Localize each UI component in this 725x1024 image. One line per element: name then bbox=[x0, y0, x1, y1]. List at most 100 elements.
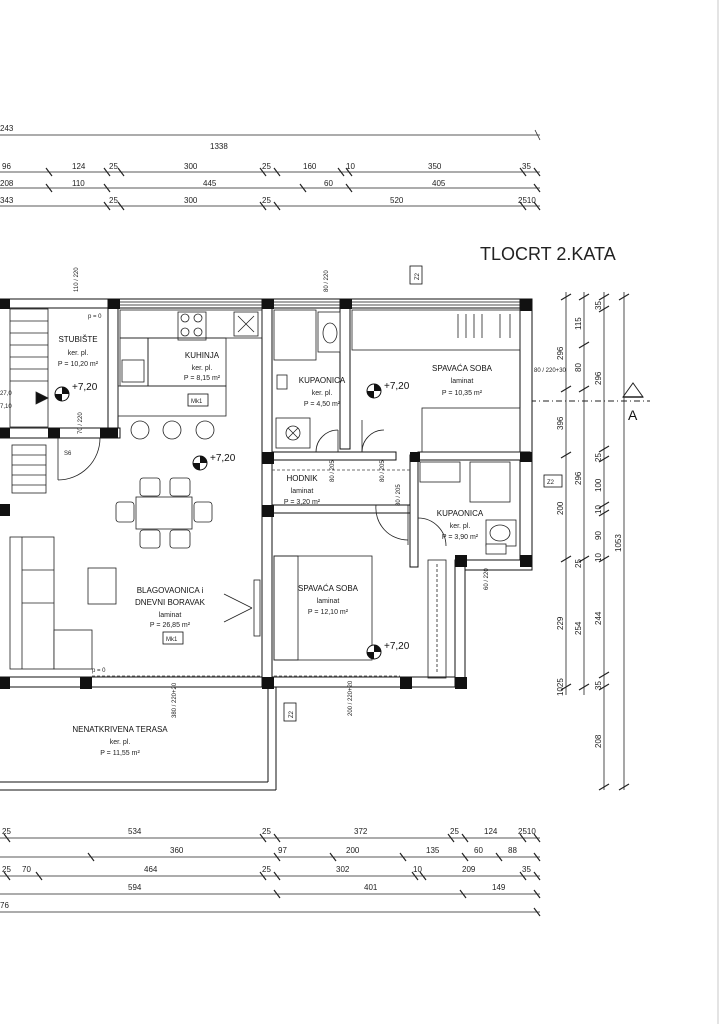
dim-bottom-4-2: 401 bbox=[364, 883, 378, 892]
tv bbox=[223, 579, 261, 637]
dim-bottom-1-5: 25 bbox=[450, 827, 459, 836]
room-spavaca1-name: SPAVAĆA SOBA bbox=[432, 364, 493, 373]
dim-bottom-3-2: 70 bbox=[22, 865, 31, 874]
opening-label-8: 380 / 220+20 bbox=[172, 682, 178, 718]
dim-right-2-3: 296 bbox=[574, 471, 583, 485]
dim-right-3-8: 244 bbox=[594, 611, 603, 625]
level-marker-4 bbox=[366, 644, 382, 660]
bedroom-1-furniture bbox=[351, 309, 521, 453]
room-stubiste-area: P = 10,20 m² bbox=[58, 361, 99, 368]
tag-p0-b: p = 0 bbox=[92, 668, 106, 674]
tag-level-left-b: 7,10 bbox=[0, 404, 12, 410]
plan-title: TLOCRT 2.KATA bbox=[480, 244, 616, 264]
dim-bottom-1-4: 372 bbox=[354, 827, 368, 836]
dim-top-4-2: 25 bbox=[109, 196, 118, 205]
terrace bbox=[0, 687, 277, 791]
dim-top-2-1: 96 bbox=[2, 162, 11, 171]
room-kupaonica1-finish: ker. pl. bbox=[312, 390, 333, 397]
dim-top-2-6: 160 bbox=[303, 162, 317, 171]
dim-right-3-1: 35 bbox=[594, 301, 603, 310]
bathroom-1-fixtures bbox=[273, 309, 341, 449]
dim-bottom-3-1: 25 bbox=[2, 865, 11, 874]
room-boravak-finish: laminat bbox=[159, 612, 182, 619]
dim-bottom-2-5: 60 bbox=[474, 846, 483, 855]
bathroom-2-fixtures bbox=[419, 461, 517, 555]
bottom-dimension-ticks bbox=[3, 833, 541, 917]
opening-label-5: 80 / 205 bbox=[380, 460, 386, 482]
level-4-label: +7,20 bbox=[384, 641, 410, 652]
room-kuhinja-name: KUHINJA bbox=[185, 351, 220, 360]
dim-top-4-3: 300 bbox=[184, 196, 198, 205]
bedroom-2-furniture bbox=[273, 555, 447, 679]
level-marker-1 bbox=[54, 386, 70, 402]
tag-p0-a: p = 0 bbox=[88, 314, 102, 320]
top-dimension-chain-1 bbox=[0, 129, 541, 141]
tag-boxes bbox=[162, 265, 563, 722]
dim-top-3-1: 208 bbox=[0, 179, 14, 188]
dim-right-3-2: 296 bbox=[594, 371, 603, 385]
room-kupaonica2-finish: ker. pl. bbox=[450, 523, 471, 530]
dim-right-1-1: 296 bbox=[556, 346, 565, 360]
dim-right-3-6: 90 bbox=[594, 531, 603, 540]
level-marker-2 bbox=[192, 455, 208, 471]
room-kuhinja-finish: ker. pl. bbox=[192, 365, 213, 372]
dim-top-3-4: 60 bbox=[324, 179, 333, 188]
room-spavaca1-area: P = 10,35 m² bbox=[442, 390, 483, 397]
dim-bottom-3-6: 10 bbox=[413, 865, 422, 874]
room-boravak-name: BLAGOVAONICA i bbox=[137, 586, 204, 595]
dim-top-4-1: 343 bbox=[0, 196, 14, 205]
dim-top-2-4: 300 bbox=[184, 162, 198, 171]
opening-label-4: 80 / 205 bbox=[330, 460, 336, 482]
dim-right-4-1: 1053 bbox=[614, 534, 623, 552]
dim-top-2-9: 35 bbox=[522, 162, 531, 171]
room-boravak-area: P = 26,85 m² bbox=[150, 622, 191, 629]
dim-bottom-1-2: 534 bbox=[128, 827, 142, 836]
dim-right-1-2: 396 bbox=[556, 416, 565, 430]
dim-bottom-2-4: 135 bbox=[426, 846, 440, 855]
dim-bottom-3-5: 302 bbox=[336, 865, 350, 874]
level-2-label: +7,20 bbox=[210, 453, 236, 464]
dim-bottom-3-8: 35 bbox=[522, 865, 531, 874]
opening-label-1: 110 / 220 bbox=[74, 267, 80, 292]
room-hodnik-finish: laminat bbox=[291, 488, 314, 495]
dim-top-2-7: 10 bbox=[346, 162, 355, 171]
dim-bottom-4-1: 594 bbox=[128, 883, 142, 892]
dim-bottom-2-3: 200 bbox=[346, 846, 360, 855]
dim-bottom-1-7: 2510 bbox=[518, 827, 536, 836]
tag-s6: S6 bbox=[64, 451, 72, 457]
dim-top-2-5: 25 bbox=[262, 162, 271, 171]
top-dimension-ticks bbox=[45, 167, 541, 211]
dim-bottom-3-3: 464 bbox=[144, 865, 158, 874]
dim-right-1-5: 1025 bbox=[556, 678, 565, 696]
bottom-dimension-lines bbox=[0, 837, 540, 913]
opening-label-3: 80 / 220+30 bbox=[534, 368, 567, 374]
dim-bottom-4-3: 149 bbox=[492, 883, 506, 892]
stair-door bbox=[57, 437, 101, 481]
kitchen-counter bbox=[117, 309, 263, 440]
dim-top-3-3: 445 bbox=[203, 179, 217, 188]
room-terasa-name: NENATKRIVENA TERASA bbox=[72, 725, 168, 734]
dim-right-2-5: 254 bbox=[574, 621, 583, 635]
room-terasa-area: P = 11,55 m² bbox=[100, 750, 140, 757]
opening-label-10: 70 / 220 bbox=[78, 412, 84, 434]
dim-right-1-4: 229 bbox=[556, 616, 565, 630]
opening-label-9: 200 / 220+20 bbox=[348, 680, 354, 716]
dim-right-3-7: 10 bbox=[594, 553, 603, 562]
dim-bottom-1-3: 25 bbox=[262, 827, 271, 836]
windows-top bbox=[120, 301, 520, 306]
tag-z2-bottom: Z2 bbox=[289, 710, 295, 718]
dim-right-3-5: 10 bbox=[594, 505, 603, 514]
dim-top-3-2: 110 bbox=[72, 179, 85, 188]
dim-top-2-8: 350 bbox=[428, 162, 442, 171]
dining-table bbox=[115, 477, 213, 549]
dim-top-4-6: 2510 bbox=[518, 196, 536, 205]
opening-label-7: 60 / 220 bbox=[484, 568, 490, 590]
tag-z2-right: Z2 bbox=[547, 480, 555, 486]
interior-walls bbox=[0, 298, 531, 688]
section-marker-label: A bbox=[628, 407, 638, 423]
dim-top-2-2: 124 bbox=[72, 162, 86, 171]
dim-top-1-a: 243 bbox=[0, 124, 14, 133]
room-hodnik-name: HODNIK bbox=[286, 474, 318, 483]
top-dimension-chain-2 bbox=[0, 171, 540, 207]
